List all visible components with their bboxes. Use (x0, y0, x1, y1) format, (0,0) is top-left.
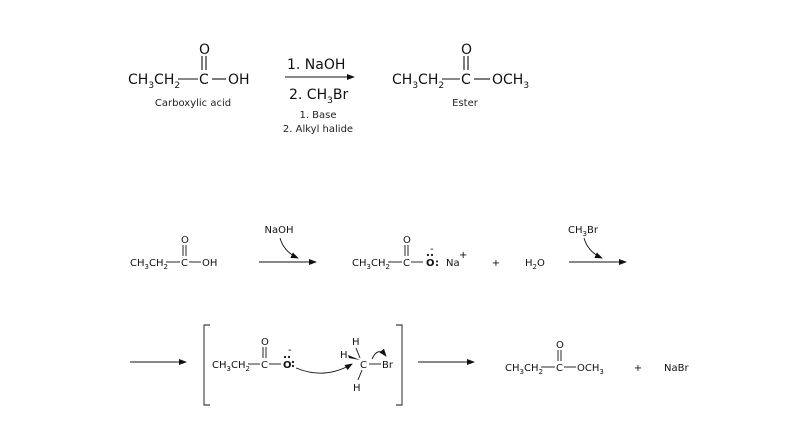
hydrogen-bottom: H (353, 383, 361, 394)
mech-acid-chain: CH3CH2 (130, 258, 168, 271)
carbonyl-carbon: C (199, 72, 209, 88)
overview-reactant-chain: CH3CH2 (128, 72, 180, 91)
curved-arrow (583, 237, 603, 259)
reactant-caption: Carboxylic acid (155, 98, 231, 109)
overview-arrow: 1. NaOH 2. CH3Br 1. Base 2. Alkyl halide (283, 57, 355, 135)
overview-product-chain: CH3CH2 (392, 72, 444, 91)
lone-pair-dot (430, 253, 434, 257)
hydroxyl-group: OH (228, 72, 250, 88)
carbonyl-oxygen: O (403, 235, 411, 246)
methoxy-group: OCH3 (577, 363, 604, 376)
leaving-group-arrow (371, 348, 387, 360)
mech-step-arrow-2: CH3Br (568, 225, 627, 265)
carbonyl-oxygen: O (181, 235, 189, 246)
reagent-ch3br: CH3Br (568, 225, 599, 238)
anionic-oxygen: O (283, 360, 292, 371)
left-bracket (203, 324, 210, 406)
transition-bracket (203, 324, 403, 406)
nucleophilic-attack-arrow (295, 363, 353, 374)
curved-arrow (279, 237, 299, 259)
carbonyl-oxygen: O (261, 337, 269, 348)
product-caption: Ester (452, 98, 479, 109)
positive-charge: + (459, 250, 467, 261)
lone-pair-dot (291, 360, 295, 364)
carbonyl-carbon: C (556, 363, 563, 374)
mech-acid: CH3CH2 C O OH (130, 235, 217, 271)
bond (357, 369, 363, 381)
right-bracket (396, 324, 403, 406)
bond (355, 347, 361, 359)
reagent-naoh: NaOH (265, 225, 294, 236)
lone-pair: : (435, 258, 439, 269)
lone-pair-dot (283, 355, 287, 359)
anionic-oxygen: O (426, 258, 435, 269)
methoxy-group: OCH3 (492, 72, 529, 91)
mech-ester: CH3CH2 C O OCH3 (505, 340, 604, 376)
carboxylate-chain: CH3CH2 (352, 258, 390, 271)
lone-pair-dot (426, 253, 430, 257)
sodium-ion: Na (446, 258, 460, 269)
carbonyl-carbon: C (181, 258, 188, 269)
legend-base: 1. Base (299, 110, 336, 121)
mech-carboxylate: CH3CH2 C O O : - Na + (352, 235, 467, 271)
negative-charge: - (430, 244, 434, 255)
carboxylate-chain: CH3CH2 (212, 360, 250, 373)
plus-sign: + (634, 363, 642, 374)
reagent-step-1: 1. NaOH (287, 57, 345, 73)
carbonyl-oxygen: O (199, 42, 210, 58)
legend-alkyl-halide: 2. Alkyl halide (283, 124, 353, 135)
methyl-bromide: H H C H Br (340, 337, 394, 394)
water: H2O (525, 258, 545, 271)
negative-charge: - (288, 345, 292, 356)
carbonyl-carbon: C (261, 360, 268, 371)
carbonyl-oxygen: O (556, 340, 564, 351)
hydrogen-top: H (352, 337, 360, 348)
carbonyl-oxygen: O (461, 42, 472, 58)
reagent-step-2: 2. CH3Br (289, 87, 348, 106)
methyl-carbon: C (360, 360, 367, 371)
hydrogen-left: H (340, 350, 348, 361)
carbonyl-carbon: C (461, 72, 471, 88)
overview-product: CH3CH2 C O OCH3 Ester (392, 42, 529, 109)
lone-pair-dot (287, 355, 291, 359)
wedge-bond (348, 355, 360, 360)
overview-reactant: CH3CH2 C O OH Carboxylic acid (128, 42, 250, 109)
bromine: Br (382, 360, 394, 371)
mech-step-arrow-1: NaOH (259, 225, 317, 265)
carbonyl-carbon: C (403, 258, 410, 269)
hydroxyl-group: OH (202, 258, 217, 269)
sodium-bromide: NaBr (664, 363, 689, 374)
ester-chain: CH3CH2 (505, 363, 543, 376)
lone-pair-dot (291, 364, 295, 368)
mech-carboxylate-2: CH3CH2 C O O - (212, 337, 353, 374)
plus-sign: + (492, 258, 500, 269)
